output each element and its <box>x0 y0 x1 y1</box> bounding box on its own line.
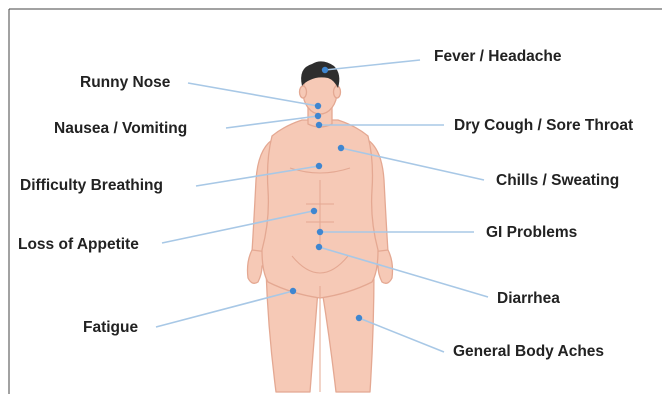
leader-fever <box>325 60 420 70</box>
leader-runny-nose <box>188 83 318 106</box>
label-runny-nose: Runny Nose <box>80 74 170 92</box>
label-fatigue: Fatigue <box>83 319 138 337</box>
marker-runny-nose <box>315 103 321 109</box>
label-loss-of-appetite: Loss of Appetite <box>18 236 139 254</box>
label-general-body-aches: General Body Aches <box>453 343 604 361</box>
marker-nausea <box>315 113 321 119</box>
marker-fever <box>322 67 328 73</box>
right-ear <box>334 86 341 98</box>
label-dry-cough-sore-throat: Dry Cough / Sore Throat <box>454 117 633 135</box>
label-diarrhea: Diarrhea <box>497 290 560 308</box>
marker-difficulty-breathing <box>316 163 322 169</box>
label-fever-headache: Fever / Headache <box>434 48 562 66</box>
human-body-figure <box>248 61 393 392</box>
marker-diarrhea <box>316 244 322 250</box>
marker-gi-problems <box>317 229 323 235</box>
label-chills-sweating: Chills / Sweating <box>496 172 619 190</box>
marker-chills <box>338 145 344 151</box>
label-gi-problems: GI Problems <box>486 224 577 242</box>
left-ear <box>300 86 307 98</box>
label-nausea-vomiting: Nausea / Vomiting <box>54 120 187 138</box>
marker-loss-of-appetite <box>311 208 317 214</box>
marker-fatigue <box>290 288 296 294</box>
marker-body-aches <box>356 315 362 321</box>
label-difficulty-breathing: Difficulty Breathing <box>20 177 163 195</box>
marker-dry-cough <box>316 122 322 128</box>
